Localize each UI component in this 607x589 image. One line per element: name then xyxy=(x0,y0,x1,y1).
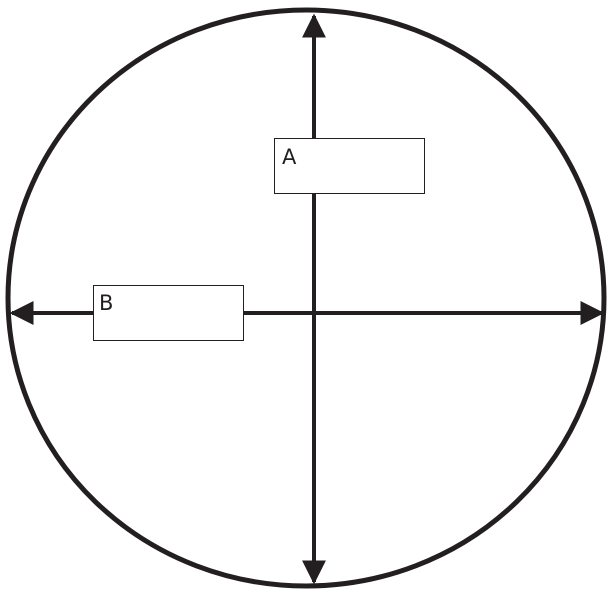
label-box-b-frame xyxy=(93,285,244,341)
label-box-a-frame xyxy=(274,138,425,194)
label-box-a: A xyxy=(274,138,425,194)
outer-circle xyxy=(5,7,607,589)
label-a-text: A xyxy=(282,145,297,169)
label-b-text: B xyxy=(99,291,113,315)
label-box-b: B xyxy=(93,285,244,341)
